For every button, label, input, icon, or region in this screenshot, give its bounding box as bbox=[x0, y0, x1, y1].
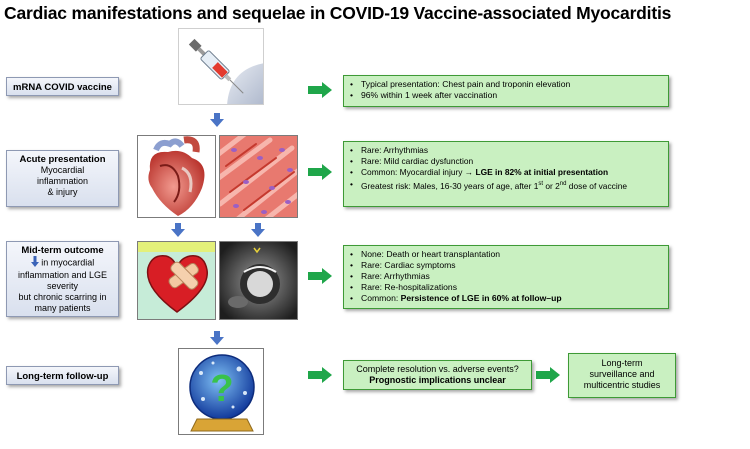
heart-illustration bbox=[137, 135, 216, 218]
stage-acute: Acute presentation Myocardial inflammati… bbox=[6, 150, 119, 207]
right-arrow-icon bbox=[536, 367, 560, 383]
stage-mid-line3: severity bbox=[46, 281, 78, 291]
question-emphasis: Prognostic implications unclear bbox=[369, 375, 506, 385]
item-emphasis: Persistence of LGE in 60% at follow–up bbox=[400, 293, 562, 303]
item-emphasis: LGE in 82% at initial presentation bbox=[475, 167, 609, 178]
long-term-question-box: Complete resolution vs. adverse events? … bbox=[343, 360, 532, 390]
acute-info-box: Rare: Arrhythmias Rare: Mild cardiac dys… bbox=[343, 141, 669, 207]
surveillance-box: Long-term surveillance and multicentric … bbox=[568, 353, 676, 398]
list-item: Typical presentation: Chest pain and tro… bbox=[350, 79, 662, 90]
stage-mid-line4: but chronic scarring in bbox=[18, 292, 107, 302]
item-text: Common: Myocardial injury bbox=[361, 167, 463, 178]
right-arrow-icon bbox=[308, 268, 332, 284]
stage-long-label: Long-term follow-up bbox=[16, 371, 109, 382]
heart-bandage-icon bbox=[138, 242, 215, 319]
list-item: Rare: Arrhythmias bbox=[350, 271, 662, 282]
right-arrow-icon bbox=[308, 164, 332, 180]
vaccine-info-box: Typical presentation: Chest pain and tro… bbox=[343, 75, 669, 107]
cardiac-mri-image bbox=[219, 241, 298, 320]
down-arrow-icon bbox=[30, 256, 39, 270]
mri-icon bbox=[220, 242, 297, 319]
stage-acute-label: Acute presentation bbox=[19, 154, 106, 165]
list-item: Rare: Arrhythmias bbox=[350, 145, 662, 156]
list-item: 96% within 1 week after vaccination bbox=[350, 90, 662, 101]
stage-vaccine-label: mRNA COVID vaccine bbox=[13, 82, 112, 93]
mid-info-box: None: Death or heart transplantation Rar… bbox=[343, 245, 669, 309]
item-text: Greatest risk: Males, 16-30 years of age… bbox=[361, 180, 539, 191]
list-item: None: Death or heart transplantation bbox=[350, 249, 662, 260]
syringe-image bbox=[178, 28, 264, 105]
right-arrow-icon bbox=[308, 367, 332, 383]
item-text: or 2 bbox=[543, 180, 560, 191]
crystal-ball-icon: ? bbox=[189, 354, 255, 432]
stage-acute-line3: & injury bbox=[47, 187, 78, 197]
down-arrow-icon bbox=[171, 223, 185, 237]
ordinal-suffix: nd bbox=[559, 180, 567, 187]
question-text: Complete resolution vs. adverse events? bbox=[356, 364, 519, 374]
item-text: Common: bbox=[361, 293, 399, 303]
heart-anatomy-icon bbox=[148, 136, 205, 216]
crystal-ball-image: ? bbox=[178, 348, 264, 435]
stage-mid-line2: inflammation and LGE bbox=[17, 270, 108, 280]
down-arrow-icon bbox=[251, 223, 265, 237]
surveillance-line2: surveillance and bbox=[589, 369, 655, 379]
implies-arrow-icon: → bbox=[464, 167, 474, 178]
surveillance-line3: multicentric studies bbox=[583, 380, 661, 390]
stage-mid: Mid-term outcome in myocardial inflammat… bbox=[6, 241, 119, 317]
stage-long: Long-term follow-up bbox=[6, 366, 119, 385]
list-item: Rare: Mild cardiac dysfunction bbox=[350, 156, 662, 167]
list-item: Common: Myocardial injury → LGE in 82% a… bbox=[350, 167, 662, 178]
stage-acute-line2: inflammation bbox=[36, 176, 89, 186]
stage-vaccine: mRNA COVID vaccine bbox=[6, 77, 119, 96]
list-item: Rare: Re-hospitalizations bbox=[350, 282, 662, 293]
stage-mid-line5: many patients bbox=[34, 303, 91, 313]
stage-acute-line1: Myocardial bbox=[40, 165, 85, 175]
stage-mid-line1: in myocardial bbox=[41, 257, 95, 268]
down-arrow-icon bbox=[210, 331, 224, 345]
list-item: Greatest risk: Males, 16-30 years of age… bbox=[350, 179, 662, 192]
page-title: Cardiac manifestations and sequelae in C… bbox=[4, 3, 672, 23]
down-arrow-icon bbox=[210, 113, 224, 127]
stage-mid-label: Mid-term outcome bbox=[21, 245, 104, 256]
right-arrow-icon bbox=[308, 82, 332, 98]
ordinal-suffix: st bbox=[538, 180, 544, 187]
syringe-icon bbox=[188, 38, 263, 104]
myocardial-tissue-image bbox=[219, 135, 298, 218]
list-item: Common: Persistence of LGE in 60% at fol… bbox=[350, 293, 662, 304]
surveillance-line1: Long-term bbox=[601, 358, 643, 368]
svg-text:?: ? bbox=[210, 368, 233, 410]
tissue-icon bbox=[220, 136, 297, 217]
item-text: dose of vaccine bbox=[566, 180, 628, 191]
heart-bandage-image bbox=[137, 241, 216, 320]
list-item: Rare: Cardiac symptoms bbox=[350, 260, 662, 271]
